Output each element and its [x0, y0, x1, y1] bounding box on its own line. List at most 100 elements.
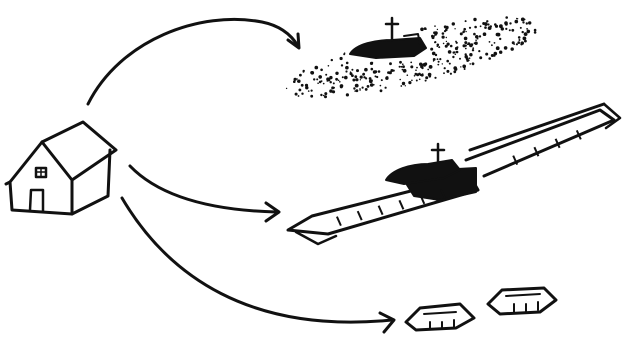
crowd-dot: [402, 69, 404, 71]
crowd-dot: [416, 67, 418, 69]
crowd-dot: [479, 56, 482, 59]
crowd-dot: [425, 76, 428, 79]
crowd-dot: [453, 66, 457, 70]
crowd-dot: [495, 25, 498, 28]
crowd-dot: [427, 69, 429, 71]
crowd-dot: [414, 75, 416, 77]
arrow-to-platforms: [122, 198, 394, 332]
crowd-dot: [310, 95, 313, 98]
crowd-dot: [490, 25, 492, 27]
crowd-dot: [421, 67, 423, 69]
crowd-dot: [408, 81, 411, 84]
crowd-dot: [459, 58, 461, 60]
crowd-dot: [464, 38, 466, 40]
crowd-dot: [509, 22, 511, 24]
crowd-dot: [353, 87, 355, 89]
crowd-dot: [469, 27, 471, 29]
crowd-dot: [450, 73, 452, 75]
crowd-dot: [438, 46, 440, 48]
crowd-dot: [444, 30, 446, 32]
crowd-dot: [421, 64, 423, 66]
crowd-dot: [434, 31, 438, 35]
crowd-dot: [437, 58, 439, 60]
crowd-dot: [468, 59, 470, 61]
crowd-dot: [523, 37, 527, 41]
crowd-dot: [517, 41, 520, 44]
crowd-dot: [454, 28, 455, 29]
crowd-dot: [437, 64, 439, 66]
crowd-dot: [453, 70, 456, 73]
crowd-dot: [505, 28, 507, 30]
crowd-dot: [340, 84, 344, 88]
crowd-dot: [430, 48, 433, 51]
crowd-dot: [331, 59, 333, 61]
crowd-dot: [472, 47, 474, 49]
crowd-dot: [446, 37, 447, 38]
crowd-dot: [317, 82, 319, 84]
crowd-dot: [364, 68, 368, 72]
crowd-dot: [365, 88, 368, 91]
crowd-dot: [402, 65, 405, 68]
crowd-dot: [516, 43, 518, 45]
crowd-dot: [491, 44, 493, 46]
crowd-dot: [405, 85, 406, 86]
crowd-dot: [410, 62, 412, 64]
crowd-dot: [515, 20, 519, 24]
scattered-crowd: [286, 16, 536, 98]
crowd-dot: [448, 50, 452, 54]
crowd-dot: [465, 55, 468, 58]
crowd-dot: [354, 75, 357, 78]
crowd-dot: [444, 25, 447, 28]
crowd-dot: [463, 28, 466, 31]
bridge-tick: [358, 211, 362, 220]
crowd-dot: [437, 44, 440, 47]
crowd-dot: [345, 70, 347, 72]
crowd-dot: [485, 53, 488, 56]
crowd-dot: [522, 21, 524, 23]
crowd-dot: [350, 71, 351, 72]
crowd-dot: [344, 52, 346, 54]
crowd-dot: [346, 62, 349, 65]
crowd-dot: [432, 52, 436, 56]
crowd-dot: [442, 63, 443, 64]
crowd-dot: [387, 71, 390, 74]
crowd-dot: [475, 39, 477, 41]
ship-icon-top: [350, 18, 426, 58]
crowd-dot: [504, 21, 508, 25]
crowd-dot: [501, 27, 504, 30]
crowd-dot: [367, 85, 370, 88]
crowd-dot: [465, 48, 467, 50]
crowd-dot: [325, 74, 327, 76]
crowd-dot: [308, 90, 310, 92]
crowd-dot: [345, 66, 349, 70]
crowd-dot: [522, 31, 524, 33]
crowd-dot: [315, 66, 319, 70]
crowd-dot: [460, 66, 461, 67]
crowd-dot: [323, 83, 325, 85]
crowd-dot: [294, 78, 297, 81]
crowd-dot: [479, 35, 481, 37]
crowd-dot: [342, 76, 344, 78]
bridge-tick: [399, 200, 403, 209]
crowd-dot: [469, 57, 471, 59]
crowd-dot: [351, 69, 353, 71]
crowd-dot: [380, 85, 382, 87]
crowd-dot: [527, 30, 531, 34]
crowd-dot: [356, 89, 359, 92]
crowd-dot: [401, 66, 403, 68]
bridge-tick: [337, 217, 341, 226]
crowd-dot: [449, 63, 451, 65]
crowd-dot: [499, 51, 502, 54]
crowd-dot: [360, 76, 363, 79]
crowd-dot: [526, 28, 528, 30]
crowd-dot: [355, 78, 358, 81]
crowd-dot: [410, 65, 413, 68]
crowd-dot: [488, 57, 491, 60]
crowd-dot: [437, 29, 438, 30]
crowd-dot: [411, 80, 413, 82]
crowd-dot: [486, 20, 488, 22]
crowd-dot: [467, 59, 468, 60]
crowd-dot: [311, 90, 313, 92]
crowd-dot: [303, 70, 305, 72]
crowd-dot: [403, 69, 407, 73]
